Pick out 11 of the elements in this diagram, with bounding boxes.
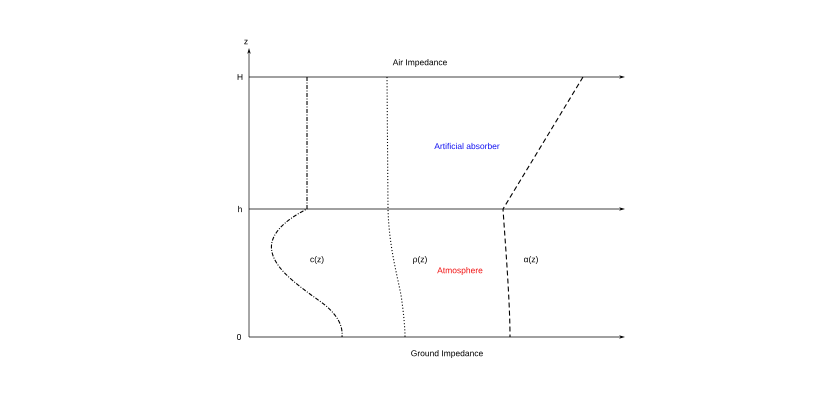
- boundary-label: Ground Impedance: [411, 350, 483, 358]
- region-label: Atmosphere: [437, 267, 482, 275]
- region-label: Artificial absorber: [434, 142, 500, 150]
- tick-label: H: [238, 74, 242, 80]
- curve-label: α(z): [524, 256, 538, 264]
- tick-label: 0: [236, 334, 242, 340]
- curve-label: ρ(z): [413, 256, 427, 264]
- boundary-label: Air Impedance: [392, 59, 447, 67]
- curve-label: c(z): [310, 256, 324, 264]
- tick-label: h: [238, 206, 242, 212]
- axis-label: z: [244, 40, 248, 44]
